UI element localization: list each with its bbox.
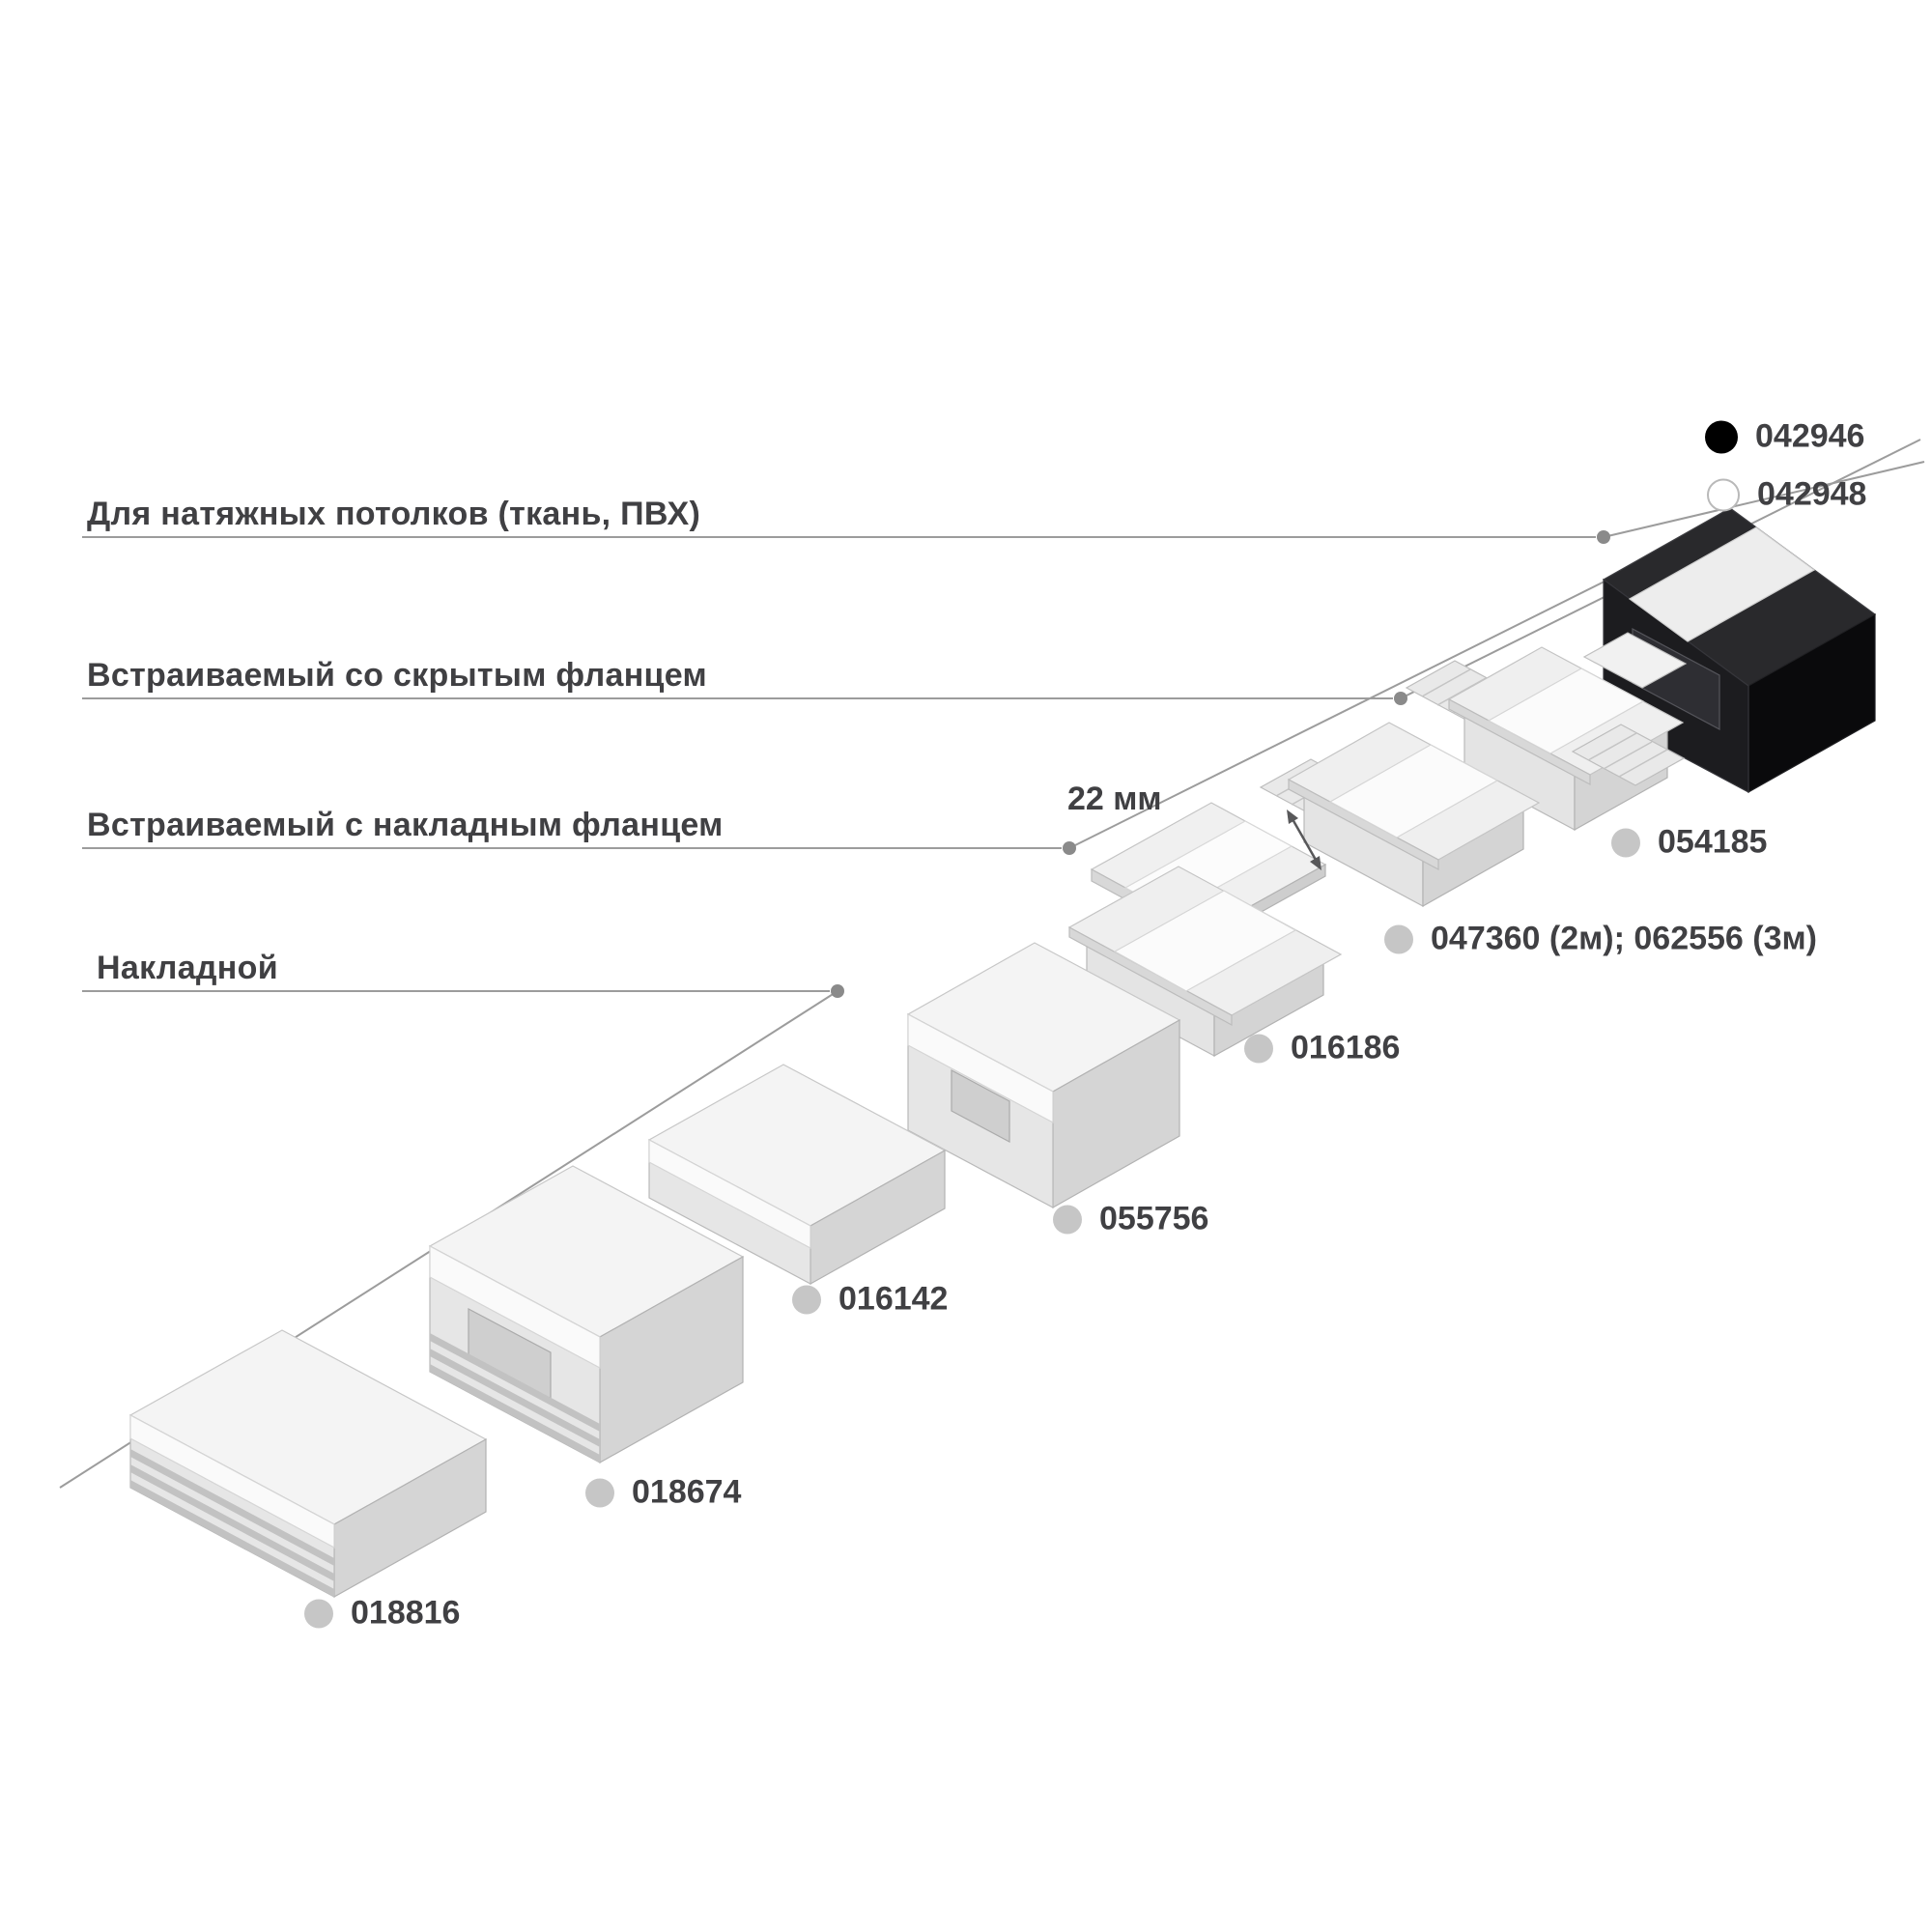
product-item-016186: 016186	[1244, 1030, 1400, 1067]
leader-line-stretch-ceilings	[82, 461, 1925, 544]
product-code-047360: 047360 (2м); 062556 (3м)	[1431, 920, 1817, 957]
mounting-clip	[1571, 724, 1686, 786]
leader-dot	[1597, 530, 1610, 544]
diffuser-stripe	[129, 1413, 335, 1549]
heatsink-fin	[130, 1449, 334, 1566]
diffuser-stripe	[648, 1139, 811, 1249]
product-marker-018674	[585, 1478, 614, 1507]
category-label-hidden-flange: Встраиваемый со скрытым фланцем	[87, 657, 707, 694]
diffuser-stripe	[1328, 744, 1499, 838]
diffuser-stripe	[1487, 668, 1645, 754]
profile-055756-illustration	[906, 942, 1181, 1209]
channel-detail	[951, 1069, 1010, 1143]
profile-042946-illustration	[1582, 507, 1877, 794]
profile-018816-illustration	[128, 1329, 488, 1599]
product-marker-016186	[1244, 1034, 1273, 1063]
leader-dot	[831, 984, 844, 998]
dimension-arrow-22mm	[1287, 810, 1321, 870]
heatsink-fin	[430, 1333, 600, 1432]
leader-dot	[1394, 692, 1407, 705]
product-item-042946: 042946	[1705, 418, 1864, 456]
leader-dot	[1063, 841, 1076, 855]
profile-016186-illustration	[1067, 866, 1343, 1058]
diffuser-stripe	[907, 1013, 1054, 1123]
heatsink-fin	[130, 1464, 334, 1581]
product-code-016186: 016186	[1291, 1029, 1401, 1066]
dimension-label-22mm: 22 мм	[1067, 781, 1162, 817]
product-marker-018816	[304, 1599, 333, 1628]
category-label-surface-flange: Встраиваемый с накладным фланцем	[87, 807, 724, 843]
product-item-018674: 018674	[585, 1474, 741, 1512]
product-marker-016142	[792, 1285, 821, 1314]
product-code-042948: 042948	[1757, 475, 1867, 513]
product-item-016142: 016142	[792, 1281, 948, 1319]
heatsink-fin	[130, 1480, 334, 1597]
leader-line-surface-flange	[82, 559, 1648, 855]
product-marker-047360	[1384, 924, 1413, 953]
category-label-surface-mounted: Накладной	[97, 950, 278, 986]
product-code-018816: 018816	[351, 1594, 461, 1632]
product-item-042948: 042948	[1707, 476, 1866, 514]
product-marker-black-042946	[1705, 420, 1738, 453]
product-item-018816: 018816	[304, 1595, 460, 1633]
diffuser-stripe	[1628, 526, 1816, 642]
product-code-042946: 042946	[1755, 417, 1865, 455]
product-item-055756: 055756	[1053, 1201, 1208, 1238]
product-marker-055756	[1053, 1205, 1082, 1234]
product-marker-054185	[1611, 828, 1640, 857]
product-item-054185: 054185	[1611, 824, 1767, 862]
diffuser-stripe	[1113, 890, 1297, 992]
heatsink-fin	[430, 1349, 600, 1447]
category-label-stretch-ceilings: Для натяжных потолков (ткань, ПВХ)	[87, 496, 701, 532]
mounting-clip	[1582, 632, 1688, 689]
profile-016142-illustration	[647, 1064, 947, 1286]
product-marker-white-042948	[1707, 478, 1740, 511]
profile-047360-illustration	[1259, 722, 1541, 908]
product-code-055756: 055756	[1099, 1200, 1209, 1237]
product-item-047360: 047360 (2м); 062556 (3м)	[1384, 921, 1817, 958]
product-code-016142: 016142	[838, 1280, 949, 1318]
product-code-054185: 054185	[1658, 823, 1768, 861]
profile-018674-illustration	[428, 1165, 745, 1464]
diffuser-stripe	[429, 1244, 601, 1370]
product-code-018674: 018674	[632, 1473, 742, 1511]
heatsink-fin	[430, 1364, 600, 1463]
profile-054185-illustration	[1405, 646, 1686, 832]
